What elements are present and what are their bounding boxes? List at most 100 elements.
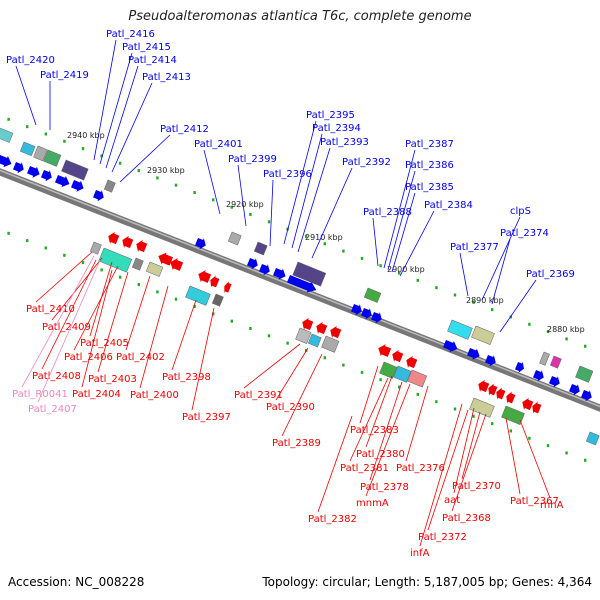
minus-gene-label: Patl_2398 [162,372,211,383]
tick-mark [44,132,47,136]
minus-strand-gene [330,325,342,339]
tick-mark [63,139,66,143]
genome-summary-text: Topology: circular; Length: 5,187,005 bp… [262,575,592,589]
feature-box [131,257,144,271]
feature-box [0,127,14,143]
plus-strand-gene [533,370,544,382]
tick-mark [398,385,401,389]
minus-strand-gene [316,321,328,335]
minus-gene-label: Patl_2383 [350,425,399,436]
label-leader [125,275,151,351]
label-leader [372,217,379,267]
minus-gene-label: infA [410,548,430,559]
plus-gene-label: Patl_2414 [128,55,177,66]
minus-gene-label: Patl_2397 [182,412,231,423]
feature-box [379,361,398,379]
label-leader [139,285,169,389]
tick-mark [398,271,401,275]
label-leader [81,269,113,388]
label-leader [369,381,403,481]
tick-mark [267,334,271,338]
minus-gene-label: Patl_2405 [80,338,129,349]
label-leader [105,65,139,169]
label-leader [461,411,481,480]
plus-gene-label: Patl_2393 [320,137,369,148]
scale-label: 2940 kbp [67,131,105,140]
plus-strand-gene [549,376,560,388]
tick-mark [453,293,457,297]
tick-mark [565,451,568,455]
minus-gene-label: Patl_2378 [360,482,409,493]
plus-gene-label: Patl_2387 [405,139,454,150]
tick-mark [416,392,419,396]
label-leader [203,149,221,215]
feature-box [145,261,164,277]
tick-mark [379,378,382,382]
label-leader [35,251,93,303]
tick-mark [119,161,122,165]
plus-strand-gene [93,190,104,202]
plus-strand-gene [287,275,317,293]
minus-strand-gene [198,270,212,283]
plus-gene-label: Patl_2369 [526,269,575,280]
minus-gene-label: Patl_2376 [396,463,445,474]
tick-mark [100,154,103,158]
minus-gene-label: Patl_2368 [442,513,491,524]
label-leader [15,65,37,126]
tick-mark [193,191,196,195]
minus-gene-label: Patl_2381 [340,463,389,474]
tick-mark [119,275,122,279]
minus-strand-gene [522,397,534,411]
minus-gene-label: mnmA [356,498,389,509]
feature-box [501,405,525,425]
feature-box [575,365,594,383]
plus-gene-label: Patl_2395 [306,110,355,121]
tick-mark [584,458,587,462]
label-leader [41,259,97,370]
tick-mark [323,356,326,360]
tick-mark [7,231,10,235]
minus-gene-label: Patl_2391 [234,390,283,401]
minus-strand-gene [496,387,506,400]
tick-mark [305,234,308,238]
plus-gene-label: Patl_2413 [142,72,191,83]
minus-strand-gene [122,235,134,249]
minus-gene-label: Patl_2410 [26,304,75,315]
accession-text: Accession: NC_008228 [8,575,145,589]
tick-mark [249,326,252,330]
tick-mark [584,344,587,348]
minus-gene-label: Patl_2403 [88,374,137,385]
minus-strand-gene [108,231,120,245]
plus-gene-label: Patl_2412 [160,124,209,135]
feature-box [103,179,116,193]
minus-gene-label: Patl_2370 [452,481,501,492]
label-leader [459,252,469,297]
tick-mark [453,407,457,411]
minus-gene-label: Patl_2390 [266,402,315,413]
label-leader [275,347,309,401]
scale-label: 2900 kbp [387,265,425,274]
tick-mark [44,246,47,250]
plus-gene-label: Patl_2420 [6,55,55,66]
tick-mark [137,169,140,173]
plus-gene-label: Patl_2419 [40,70,89,81]
plus-gene-label: Patl_2415 [122,42,171,53]
minus-gene-label: Patl_2406 [64,352,113,363]
feature-box [321,335,340,353]
rna-gene-label: Patl_R0041 [12,389,68,400]
label-leader [419,403,463,547]
label-leader [111,82,153,173]
plus-strand-gene [247,258,258,270]
tick-mark [565,337,568,341]
minus-strand-gene [302,317,314,331]
feature-box [43,149,62,167]
plus-strand-gene [259,264,270,276]
tick-mark [100,268,103,272]
minus-gene-label: Patl_2402 [116,352,165,363]
label-leader [37,259,101,403]
tick-mark [174,183,178,187]
genome-backbone [0,168,600,412]
feature-box [407,369,428,388]
tick-mark [81,261,85,265]
